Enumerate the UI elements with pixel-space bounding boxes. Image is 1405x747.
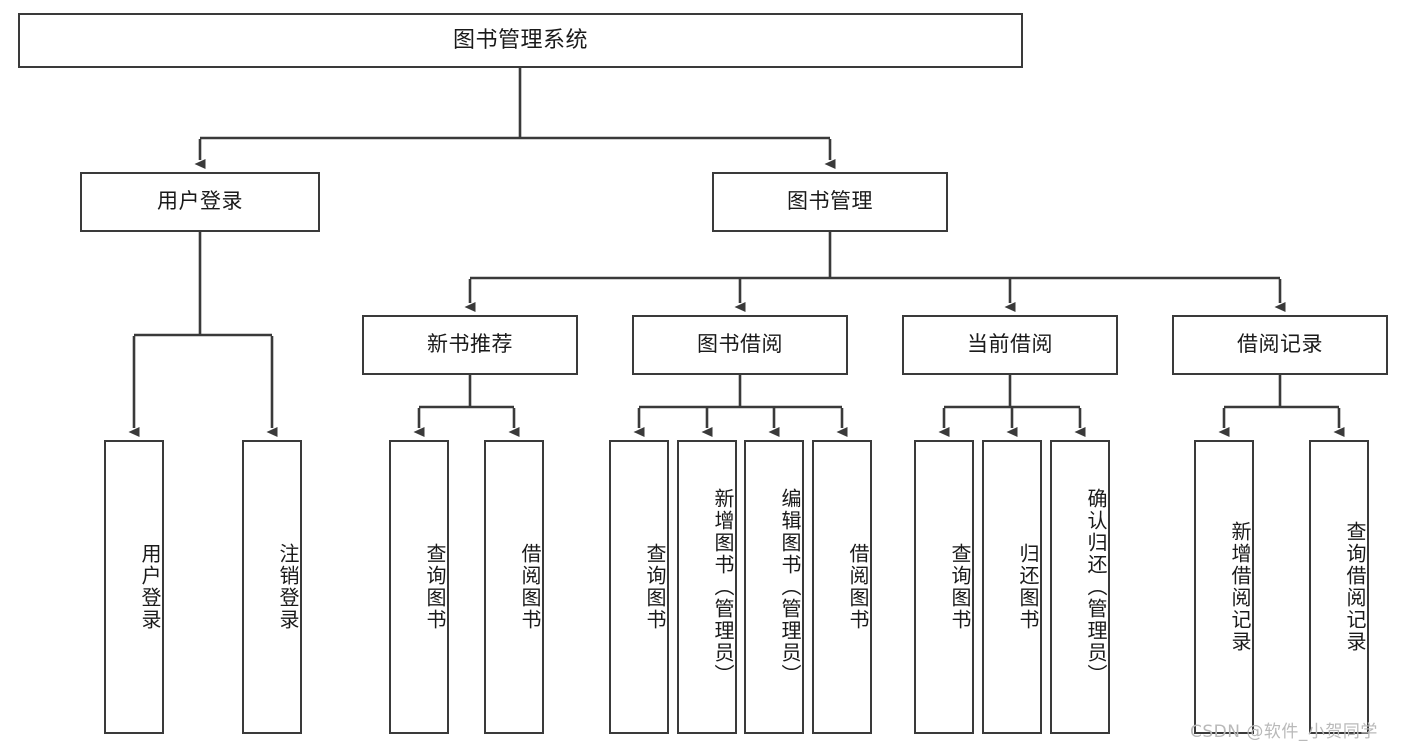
leaf-logout-label: 注销登录 (276, 543, 298, 631)
watermark: CSDN @软件_小贺同学 (1190, 722, 1378, 742)
leaf-edit-book-admin[interactable]: 编辑图书（管理员） (744, 440, 804, 734)
leaf-add-borrow-record[interactable]: 新增借阅记录 (1194, 440, 1254, 734)
leaf-confirm-return-admin[interactable]: 确认归还（管理员） (1050, 440, 1110, 734)
leaf-return-book[interactable]: 归还图书 (982, 440, 1042, 734)
leaf-query-book-recommend-label: 查询图书 (423, 543, 445, 631)
node-book-borrow[interactable]: 图书借阅 (632, 315, 848, 375)
node-user-login-label: 用户登录 (157, 190, 243, 214)
node-borrow-record[interactable]: 借阅记录 (1172, 315, 1388, 375)
node-book-borrow-label: 图书借阅 (697, 333, 783, 357)
leaf-borrow-book-recommend-label: 借阅图书 (518, 543, 540, 631)
node-book-management[interactable]: 图书管理 (712, 172, 948, 232)
leaf-borrow-book-recommend[interactable]: 借阅图书 (484, 440, 544, 734)
node-new-book-recommend[interactable]: 新书推荐 (362, 315, 578, 375)
leaf-borrow-book[interactable]: 借阅图书 (812, 440, 872, 734)
leaf-query-book-borrow[interactable]: 查询图书 (609, 440, 669, 734)
leaf-borrow-book-label: 借阅图书 (846, 543, 868, 631)
node-root[interactable]: 图书管理系统 (18, 13, 1023, 68)
leaf-add-book-admin-label: 新增图书（管理员） (711, 488, 733, 686)
leaf-query-borrow-record-label: 查询借阅记录 (1343, 521, 1365, 653)
leaf-edit-book-admin-label: 编辑图书（管理员） (778, 488, 800, 686)
leaf-return-book-label: 归还图书 (1016, 543, 1038, 631)
node-book-management-label: 图书管理 (787, 190, 873, 214)
leaf-query-borrow-record[interactable]: 查询借阅记录 (1309, 440, 1369, 734)
leaf-confirm-return-admin-label: 确认归还（管理员） (1084, 488, 1106, 686)
leaf-user-login-label: 用户登录 (138, 543, 160, 631)
leaf-query-book-borrow-label: 查询图书 (643, 543, 665, 631)
node-borrow-record-label: 借阅记录 (1237, 333, 1323, 357)
node-new-book-recommend-label: 新书推荐 (427, 333, 513, 357)
node-current-borrow-label: 当前借阅 (967, 333, 1053, 357)
node-user-login[interactable]: 用户登录 (80, 172, 320, 232)
leaf-query-book-current-label: 查询图书 (948, 543, 970, 631)
leaf-query-book-current[interactable]: 查询图书 (914, 440, 974, 734)
leaf-logout[interactable]: 注销登录 (242, 440, 302, 734)
node-current-borrow[interactable]: 当前借阅 (902, 315, 1118, 375)
leaf-user-login[interactable]: 用户登录 (104, 440, 164, 734)
leaf-query-book-recommend[interactable]: 查询图书 (389, 440, 449, 734)
node-root-label: 图书管理系统 (452, 27, 588, 53)
leaf-add-book-admin[interactable]: 新增图书（管理员） (677, 440, 737, 734)
leaf-add-borrow-record-label: 新增借阅记录 (1228, 521, 1250, 653)
